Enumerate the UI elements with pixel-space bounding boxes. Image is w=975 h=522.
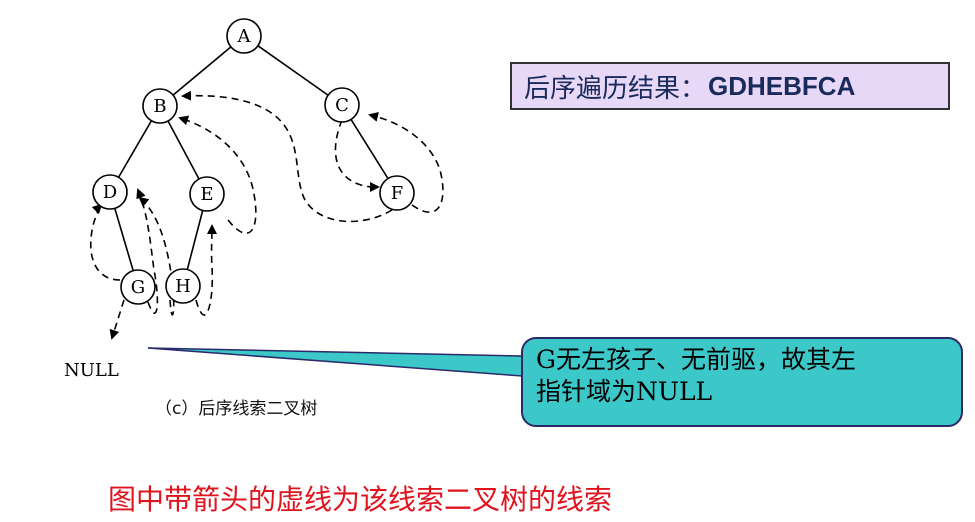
postorder-result-box: 后序遍历结果：GDHEBFCA [510, 62, 950, 110]
callout-line-1: G无左孩子、无前驱，故其左 [536, 345, 856, 374]
edge-A-C [243, 35, 343, 106]
thread-F-to-C-left [334, 119, 380, 192]
tree-node-h: H [165, 268, 201, 304]
thread-lines [89, 90, 444, 340]
result-sequence: GDHEBFCA [708, 70, 856, 101]
thread-G-to-D [89, 203, 121, 281]
node-label: B [153, 96, 166, 117]
result-prefix: 后序遍历结果： [524, 73, 707, 104]
node-label: D [103, 182, 117, 203]
figure-caption: （c）后序线索二叉树 [155, 399, 318, 419]
callout-box [521, 337, 963, 427]
tree-node-e: E [189, 176, 225, 212]
callout-pointer [147, 347, 523, 377]
tree-node-f: F [379, 175, 415, 211]
tree-node-b: B [142, 88, 178, 124]
node-circle [379, 175, 415, 211]
bottom-note: 图中带箭头的虚线为该线索二叉树的线索 [108, 483, 613, 516]
tree-node-a: A [226, 18, 262, 54]
node-label: C [335, 95, 349, 116]
thread-F-to-B [181, 90, 393, 223]
callout-line-2: 指针域为NULL [536, 377, 713, 406]
node-label: H [175, 276, 191, 297]
tree-node-c: C [324, 87, 360, 123]
node-circle [120, 269, 156, 305]
node-label: E [200, 184, 213, 205]
thread-H-to-E [195, 224, 217, 316]
tree-node-d: D [92, 174, 128, 210]
node-label: G [131, 277, 145, 298]
node-circle [324, 87, 360, 123]
node-label: A [237, 26, 252, 47]
node-circle [92, 174, 128, 210]
thread-G-to-NULL [109, 299, 125, 340]
tree-node-g: G [120, 269, 156, 305]
thread-F-to-C-right [368, 111, 444, 213]
node-circle [165, 268, 201, 304]
edge-A-B [159, 35, 245, 107]
tree-edges [109, 35, 398, 288]
callout-text: G无左孩子、无前驱，故其左 指针域为NULL [536, 344, 956, 408]
node-circle [142, 88, 178, 124]
node-label: F [391, 183, 404, 204]
node-circle [189, 176, 225, 212]
null-label: NULL [64, 360, 119, 381]
thread-E-to-B [178, 115, 257, 234]
tree-nodes: A B C D E F G H [92, 18, 415, 305]
thread-G-to-D-right [136, 188, 159, 314]
node-circle [226, 18, 262, 54]
